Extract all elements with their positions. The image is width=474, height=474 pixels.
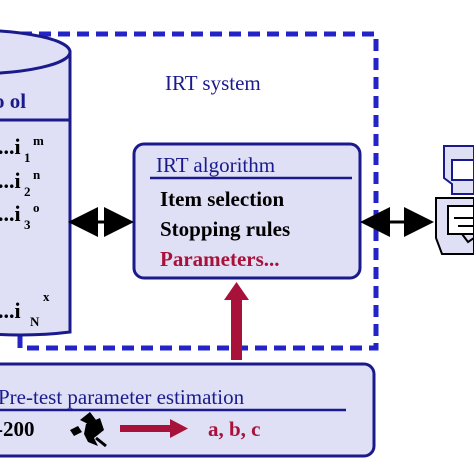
- item-pool-title: o ol: [0, 89, 26, 113]
- estimation-title: Pre-test parameter estimation: [0, 385, 245, 409]
- pool-item-3: ...i 3 o: [0, 200, 40, 232]
- pool-item-1: ...i 1 m: [0, 133, 44, 165]
- parameters-label: Parameters...: [160, 247, 280, 271]
- pool-item-n: ...i N x: [0, 289, 50, 329]
- pool-item-3-sub: 3: [24, 217, 31, 232]
- abc-parameters-label: a, b, c: [208, 417, 261, 441]
- item-selection-label: Item selection: [160, 187, 285, 211]
- pool-item-2-sup: n: [33, 167, 41, 182]
- pool-item-3-base: ...i: [0, 201, 21, 226]
- pool-item-1-base: ...i: [0, 134, 21, 159]
- pool-item-2-sub: 2: [24, 184, 31, 199]
- pool-item-1-sub: 1: [24, 150, 31, 165]
- irt-algorithm-title: IRT algorithm: [156, 153, 275, 177]
- pool-item-3-sup: o: [33, 200, 40, 215]
- pool-item-n-sub: N: [30, 314, 40, 329]
- estimation-result-arrow: [120, 419, 188, 438]
- sample-size-label: -200: [0, 417, 35, 441]
- pool-item-2: ...i 2 n: [0, 167, 41, 199]
- item-pool-cylinder: [0, 29, 72, 337]
- pool-item-2-base: ...i: [0, 168, 21, 193]
- pool-item-n-base: ...i: [0, 298, 21, 323]
- stopping-rules-label: Stopping rules: [160, 217, 290, 241]
- irt-system-title: IRT system: [165, 71, 261, 95]
- pool-item-1-sup: m: [33, 133, 44, 148]
- sample-people-icon: [70, 412, 107, 448]
- examinee-computer-icon: [435, 145, 474, 255]
- pool-item-n-sup: x: [43, 289, 50, 304]
- estimation-to-algorithm-arrow: [224, 282, 249, 360]
